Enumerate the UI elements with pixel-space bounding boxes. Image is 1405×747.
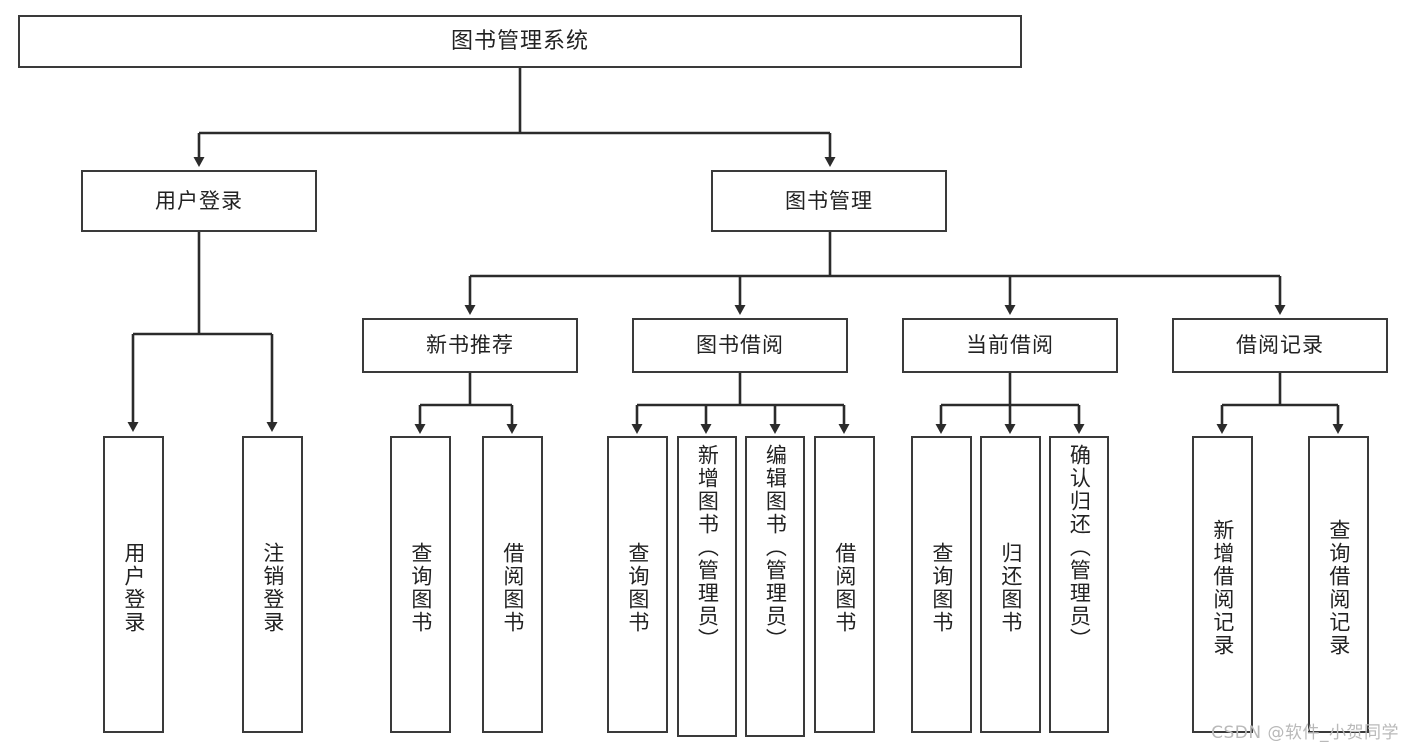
leaf-borrow-book-1[interactable]: 借阅图书 xyxy=(482,436,543,733)
node-user-login[interactable]: 用户登录 xyxy=(81,170,317,232)
node-root-label: 图书管理系统 xyxy=(450,28,589,54)
leaf-query-book-1-label: 查询图书 xyxy=(408,541,433,634)
leaf-add-book-admin[interactable]: 新增图书（管理员） xyxy=(677,436,737,737)
leaf-query-book-1[interactable]: 查询图书 xyxy=(390,436,451,733)
leaf-query-book-3-label: 查询图书 xyxy=(929,541,954,634)
leaf-confirm-return-admin-label: 确认归还（管理员） xyxy=(1067,444,1092,651)
node-book-manage-label: 图书管理 xyxy=(785,188,873,213)
node-book-manage[interactable]: 图书管理 xyxy=(711,170,947,232)
leaf-user-login[interactable]: 用户登录 xyxy=(103,436,164,733)
node-borrow-record-label: 借阅记录 xyxy=(1236,333,1324,357)
leaf-query-record-label: 查询借阅记录 xyxy=(1326,518,1351,657)
leaf-add-record-label: 新增借阅记录 xyxy=(1210,518,1235,657)
leaf-query-book-3[interactable]: 查询图书 xyxy=(911,436,972,733)
leaf-confirm-return-admin[interactable]: 确认归还（管理员） xyxy=(1049,436,1109,733)
node-new-book-recommend-label: 新书推荐 xyxy=(426,333,514,357)
leaf-borrow-book-1-label: 借阅图书 xyxy=(500,541,525,634)
leaf-edit-book-admin[interactable]: 编辑图书（管理员） xyxy=(745,436,805,737)
node-book-borrow[interactable]: 图书借阅 xyxy=(632,318,848,373)
leaf-query-book-2-label: 查询图书 xyxy=(625,541,650,634)
leaf-borrow-book-2[interactable]: 借阅图书 xyxy=(814,436,875,733)
leaf-query-book-2[interactable]: 查询图书 xyxy=(607,436,668,733)
node-borrow-record[interactable]: 借阅记录 xyxy=(1172,318,1388,373)
leaf-logout[interactable]: 注销登录 xyxy=(242,436,303,733)
leaf-borrow-book-2-label: 借阅图书 xyxy=(832,541,857,634)
node-current-borrow[interactable]: 当前借阅 xyxy=(902,318,1118,373)
node-new-book-recommend[interactable]: 新书推荐 xyxy=(362,318,578,373)
leaf-return-book-label: 归还图书 xyxy=(998,541,1023,634)
node-current-borrow-label: 当前借阅 xyxy=(966,333,1054,357)
leaf-user-login-label: 用户登录 xyxy=(121,541,146,634)
leaf-edit-book-admin-label: 编辑图书（管理员） xyxy=(763,444,788,651)
leaf-return-book[interactable]: 归还图书 xyxy=(980,436,1041,733)
leaf-add-record[interactable]: 新增借阅记录 xyxy=(1192,436,1253,733)
node-user-login-label: 用户登录 xyxy=(155,188,243,213)
node-book-borrow-label: 图书借阅 xyxy=(696,333,784,357)
leaf-add-book-admin-label: 新增图书（管理员） xyxy=(695,444,720,651)
node-root[interactable]: 图书管理系统 xyxy=(18,15,1022,68)
watermark: CSDN @软件_小贺同学 xyxy=(1211,723,1399,743)
leaf-query-record[interactable]: 查询借阅记录 xyxy=(1308,436,1369,733)
leaf-logout-label: 注销登录 xyxy=(260,541,285,634)
